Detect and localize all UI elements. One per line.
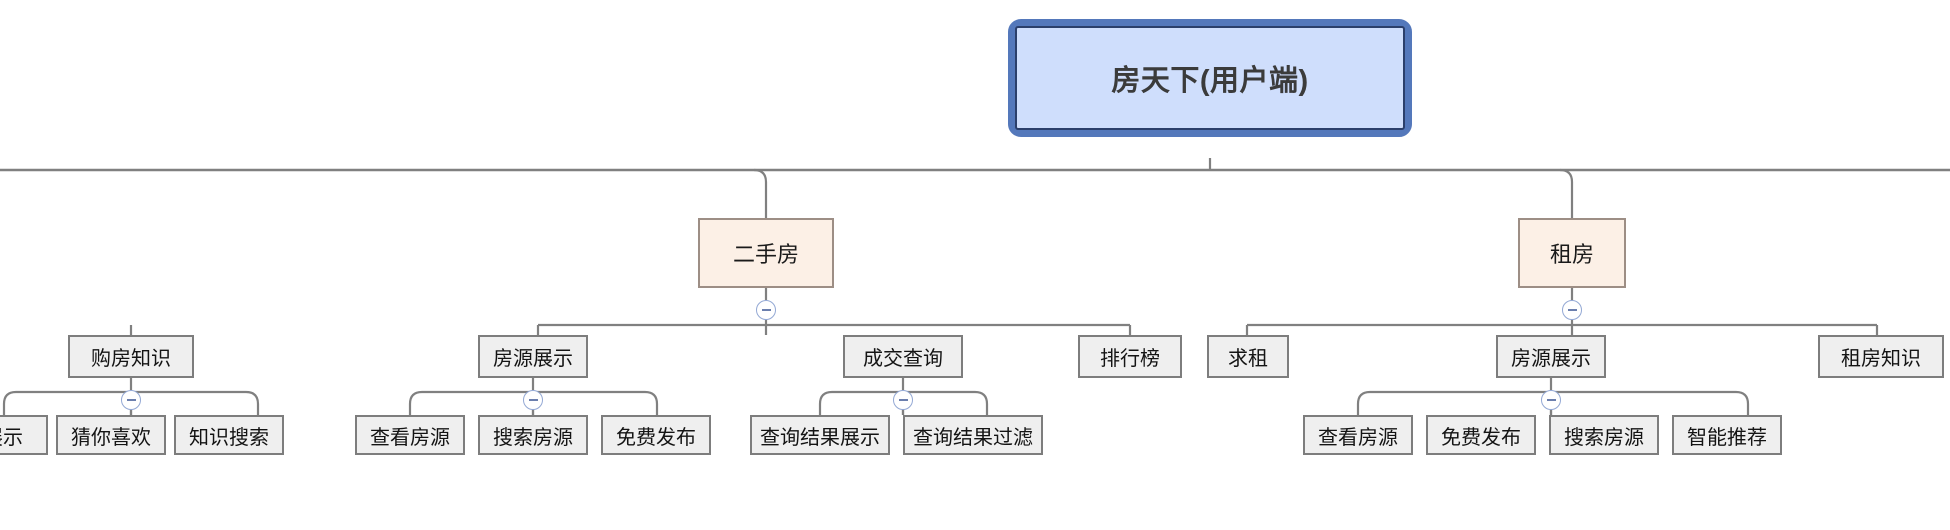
node-zhanshi[interactable]: 展示 bbox=[0, 415, 48, 455]
node-ershoufang[interactable]: 二手房 bbox=[698, 218, 834, 288]
minus-icon bbox=[1546, 399, 1556, 401]
node-zufangzhishi[interactable]: 租房知识 bbox=[1818, 335, 1944, 378]
minus-icon bbox=[761, 309, 771, 311]
node-root[interactable]: 房天下(用户端) bbox=[1015, 26, 1405, 130]
node-mianfeifabu-right[interactable]: 免费发布 bbox=[1426, 415, 1536, 455]
root-selection-outline bbox=[1008, 19, 1412, 137]
toggle-fangyuanzhanshi-right[interactable] bbox=[1541, 390, 1561, 410]
toggle-zufang[interactable] bbox=[1562, 300, 1582, 320]
node-cainixihuan[interactable]: 猜你喜欢 bbox=[56, 415, 166, 455]
node-zhinengtuijian[interactable]: 智能推荐 bbox=[1672, 415, 1782, 455]
minus-icon bbox=[1567, 309, 1577, 311]
node-qiuzu[interactable]: 求租 bbox=[1207, 335, 1289, 378]
minus-icon bbox=[126, 399, 136, 401]
node-sousuofangyuan-right[interactable]: 搜索房源 bbox=[1549, 415, 1659, 455]
node-chakanfangyuan-left[interactable]: 查看房源 bbox=[355, 415, 465, 455]
node-sousuofangyuan-left[interactable]: 搜索房源 bbox=[478, 415, 588, 455]
node-zufang[interactable]: 租房 bbox=[1518, 218, 1626, 288]
minus-icon bbox=[898, 399, 908, 401]
node-fangyuanzhanshi-left[interactable]: 房源展示 bbox=[478, 335, 588, 378]
node-paihangbang[interactable]: 排行榜 bbox=[1078, 335, 1182, 378]
toggle-chengjiaochaxun[interactable] bbox=[893, 390, 913, 410]
node-fangyuanzhanshi-right[interactable]: 房源展示 bbox=[1496, 335, 1606, 378]
node-zhishisousuo[interactable]: 知识搜索 bbox=[174, 415, 284, 455]
toggle-fangyuanzhanshi-left[interactable] bbox=[523, 390, 543, 410]
node-chaxunjieguozhanshi[interactable]: 查询结果展示 bbox=[750, 415, 890, 455]
node-chaxunjieguoguolv[interactable]: 查询结果过滤 bbox=[903, 415, 1043, 455]
minus-icon bbox=[528, 399, 538, 401]
toggle-goufangzhishi[interactable] bbox=[121, 390, 141, 410]
toggle-ershoufang[interactable] bbox=[756, 300, 776, 320]
node-chengjiaochaxun[interactable]: 成交查询 bbox=[843, 335, 963, 378]
node-goufangzhishi[interactable]: 购房知识 bbox=[68, 335, 194, 378]
node-chakanfangyuan-right[interactable]: 查看房源 bbox=[1303, 415, 1413, 455]
node-mianfeifabu-left[interactable]: 免费发布 bbox=[601, 415, 711, 455]
